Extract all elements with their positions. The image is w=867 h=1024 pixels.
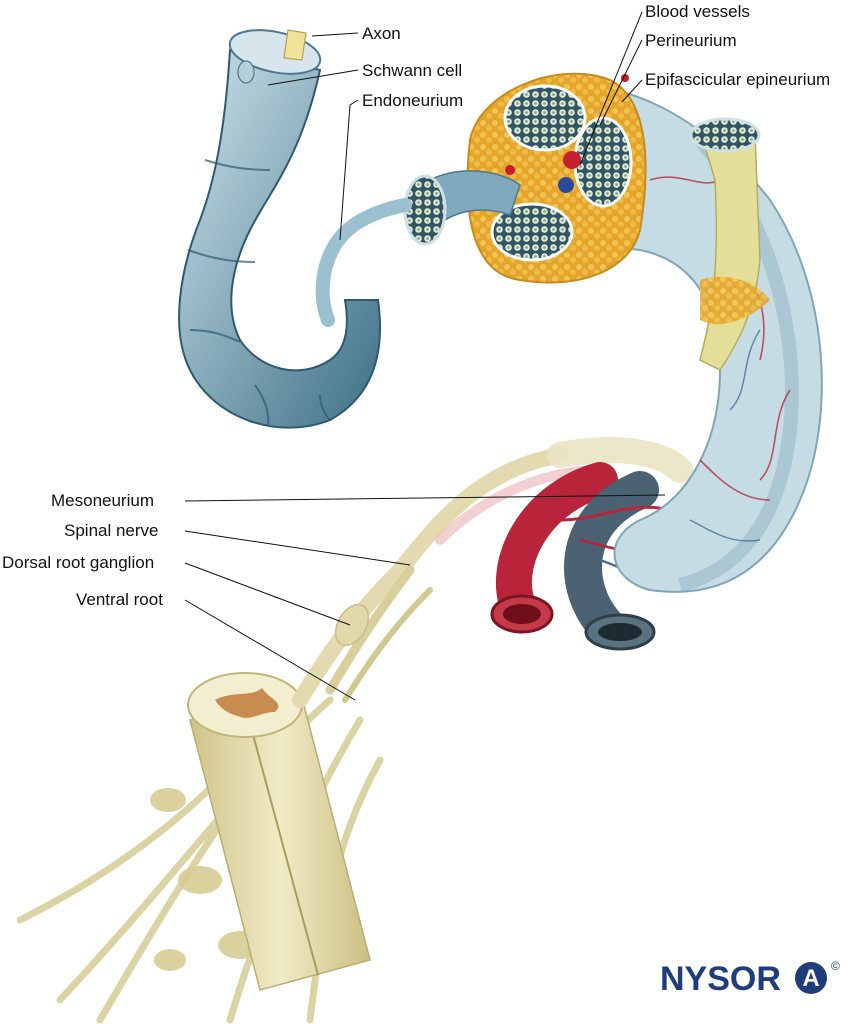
- label-schwann-cell: Schwann cell: [362, 61, 463, 80]
- label-ventral-root: Ventral root: [76, 590, 163, 609]
- myelinated-axon: [178, 29, 381, 429]
- nysora-logo: NYSOR A ©: [660, 958, 840, 998]
- leader-lines: [184, 11, 666, 701]
- fascicle-to-axon: [315, 170, 521, 327]
- fascicle-2: [573, 116, 633, 208]
- fascicle-1: [503, 84, 587, 152]
- label-spinal-nerve: Spinal nerve: [64, 521, 159, 540]
- label-perineurium: Perineurium: [645, 31, 737, 50]
- label-dorsal-root-ganglion: Dorsal root ganglion: [2, 553, 155, 572]
- label-epifascicular-epineurium: Epifascicular epineurium: [645, 70, 831, 89]
- spinal-nerve-roots: [292, 437, 693, 708]
- label-endoneurium: Endoneurium: [362, 91, 464, 110]
- label-mesoneurium: Mesoneurium: [51, 491, 154, 510]
- isolated-fascicle: [689, 117, 770, 371]
- spinal-cord: [16, 672, 384, 1024]
- svg-text:NYSOR: NYSOR: [660, 960, 781, 998]
- label-blood-vessels: Blood vessels: [645, 2, 750, 21]
- blood-vessels-lower: [435, 462, 702, 651]
- nerve-cross-section: [466, 72, 647, 284]
- svg-text:A: A: [802, 965, 819, 992]
- nysora-logo-mark: NYSOR A ©: [660, 959, 840, 998]
- fascicle-3: [490, 202, 574, 262]
- svg-text:©: ©: [831, 959, 840, 973]
- label-axon: Axon: [362, 24, 401, 43]
